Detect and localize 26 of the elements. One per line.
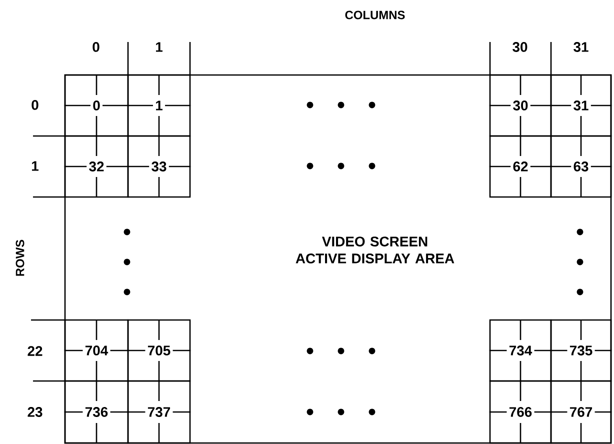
row-number: 1 — [32, 161, 38, 171]
cell: 62 — [489, 135, 552, 198]
column-number: 1 — [156, 42, 162, 52]
cell: 705 — [127, 319, 191, 382]
cell: 735 — [550, 319, 612, 382]
cell: 63 — [550, 135, 612, 198]
axis-title: ROWS — [16, 240, 24, 276]
row-number: 0 — [32, 100, 38, 110]
cell: 30 — [489, 74, 552, 137]
column-number: 0 — [92, 42, 100, 52]
cell: 33 — [127, 135, 191, 198]
cell: 0 — [64, 74, 129, 137]
column-number: 30 — [512, 42, 528, 52]
cell: 32 — [64, 135, 129, 198]
cell: 737 — [127, 380, 191, 444]
cell: 734 — [489, 319, 552, 382]
row-number: 23 — [28, 407, 42, 417]
cell: 31 — [550, 74, 612, 137]
row-number: 22 — [28, 346, 42, 356]
cell: 767 — [550, 380, 612, 444]
cell: 1 — [127, 74, 191, 137]
cell: 766 — [489, 380, 552, 444]
column-number: 31 — [574, 42, 588, 52]
cell: 736 — [64, 380, 129, 444]
cell: 704 — [64, 319, 129, 382]
axis-title: COLUMNS — [345, 10, 405, 20]
